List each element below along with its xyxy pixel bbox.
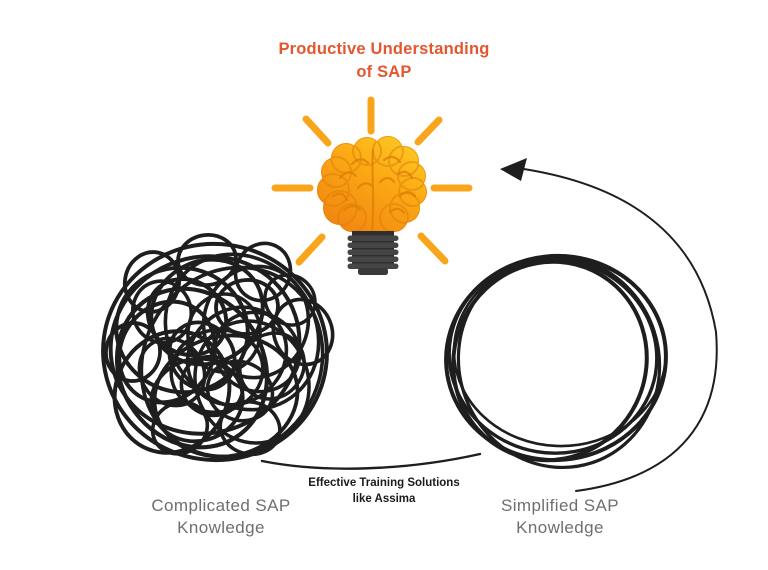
simplified-knowledge-label: Simplified SAP Knowledge xyxy=(450,495,670,540)
transition-label: Effective Training Solutions like Assima xyxy=(0,475,768,508)
title-line-2: of SAP xyxy=(356,63,412,82)
connector-line xyxy=(260,452,482,470)
arrow-curve xyxy=(516,167,718,492)
ray-sw xyxy=(295,233,326,266)
complicated-line-2: Knowledge xyxy=(177,518,265,538)
arrow-head xyxy=(500,158,527,181)
ray-se xyxy=(417,232,449,265)
bulb-base xyxy=(347,231,399,275)
brain-lightbulb-icon xyxy=(317,136,427,275)
simplified-line-2: Knowledge xyxy=(516,518,604,538)
tangled-scribble-icon xyxy=(101,233,335,463)
transition-line-2: like Assima xyxy=(352,493,416,506)
page-title: Productive Understanding of SAP xyxy=(0,38,768,85)
title-line-1: Productive Understanding xyxy=(278,40,490,58)
curved-arrow-icon xyxy=(500,158,718,492)
complicated-line-1: Complicated SAP xyxy=(151,496,291,515)
ray-ne xyxy=(414,116,443,146)
complicated-knowledge-label: Complicated SAP Knowledge xyxy=(111,495,331,540)
circle-scribble-icon xyxy=(444,253,668,470)
light-rays-icon xyxy=(271,96,473,266)
simplified-line-1: Simplified SAP xyxy=(500,496,620,515)
ray-nw xyxy=(302,115,332,147)
transition-line-1: Effective Training Solutions xyxy=(308,477,460,489)
